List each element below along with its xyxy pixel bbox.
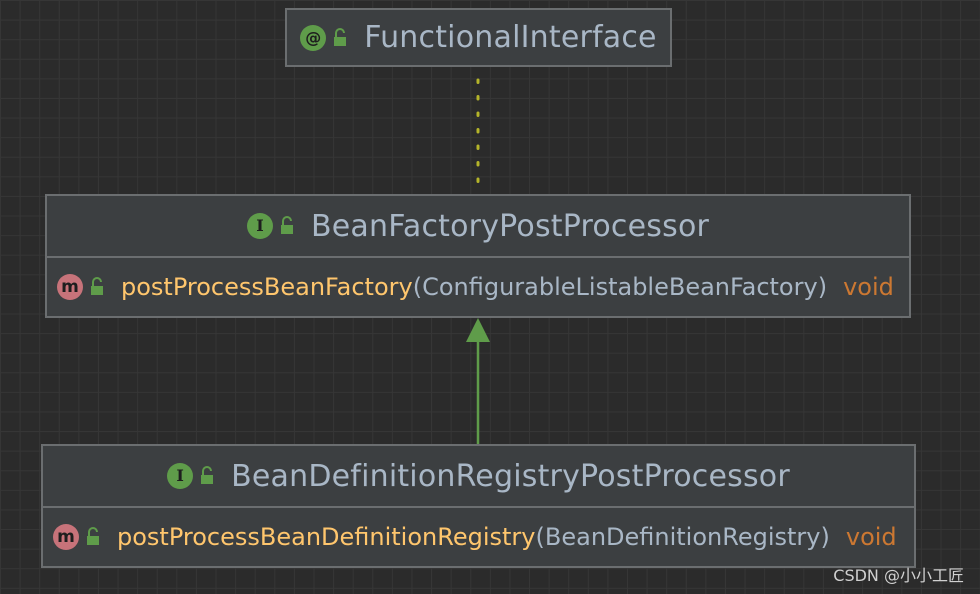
unlocked-padlock-icon: [87, 527, 99, 545]
node-title: FunctionalInterface: [364, 20, 657, 55]
functional-interface-header: @ FunctionalInterface: [287, 10, 670, 65]
unlocked-padlock-icon: [201, 466, 214, 484]
extends-arrowhead: [466, 318, 490, 342]
method-row[interactable]: m postProcessBeanFactory(ConfigurableLis…: [47, 256, 909, 316]
method-param-type: BeanDefinitionRegistry: [544, 523, 821, 551]
interface-icon: I: [246, 213, 273, 239]
bean-factory-post-processor-node[interactable]: I BeanFactoryPostProcessor m postProcess…: [45, 194, 911, 318]
bean-definition-registry-post-processor-header: I BeanDefinitionRegistryPostProcessor: [43, 446, 914, 506]
method-return-type: void: [843, 273, 894, 301]
method-return-type: void: [845, 523, 897, 551]
method-param-type: ConfigurableListableBeanFactory: [422, 273, 818, 301]
unlocked-padlock-icon: [334, 27, 347, 46]
watermark: CSDN @小小工匠: [833, 566, 964, 585]
unlocked-padlock-icon: [91, 277, 103, 295]
method-open-paren: (: [412, 273, 423, 301]
method-close-paren: ): [820, 523, 830, 551]
method-row[interactable]: m postProcessBeanDefinitionRegistry(Bean…: [43, 506, 914, 566]
unlocked-padlock-icon: [280, 216, 293, 234]
node-title: BeanDefinitionRegistryPostProcessor: [231, 458, 790, 494]
bean-definition-registry-post-processor-node[interactable]: I BeanDefinitionRegistryPostProcessor m …: [41, 444, 916, 568]
method-open-paren: (: [535, 523, 545, 551]
method-icon: m: [53, 524, 79, 550]
method-name: postProcessBeanFactory: [121, 273, 413, 301]
interface-icon: I: [167, 463, 194, 489]
node-title: BeanFactoryPostProcessor: [310, 208, 710, 244]
method-name: postProcessBeanDefinitionRegistry: [117, 523, 536, 551]
method-icon: m: [57, 274, 83, 300]
annotation-icon: @: [300, 24, 327, 51]
method-close-paren: ): [817, 273, 828, 301]
bean-factory-post-processor-header: I BeanFactoryPostProcessor: [47, 196, 909, 256]
functional-interface-node[interactable]: @ FunctionalInterface: [285, 8, 672, 67]
